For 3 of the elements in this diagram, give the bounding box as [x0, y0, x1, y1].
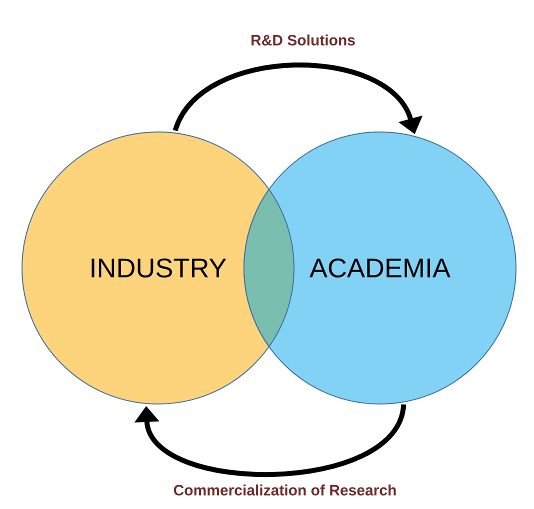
- edge-label: Commercialization of Research: [174, 484, 396, 496]
- edge-label: R&D Solutions: [252, 34, 355, 46]
- curved-arrow: [134, 404, 406, 477]
